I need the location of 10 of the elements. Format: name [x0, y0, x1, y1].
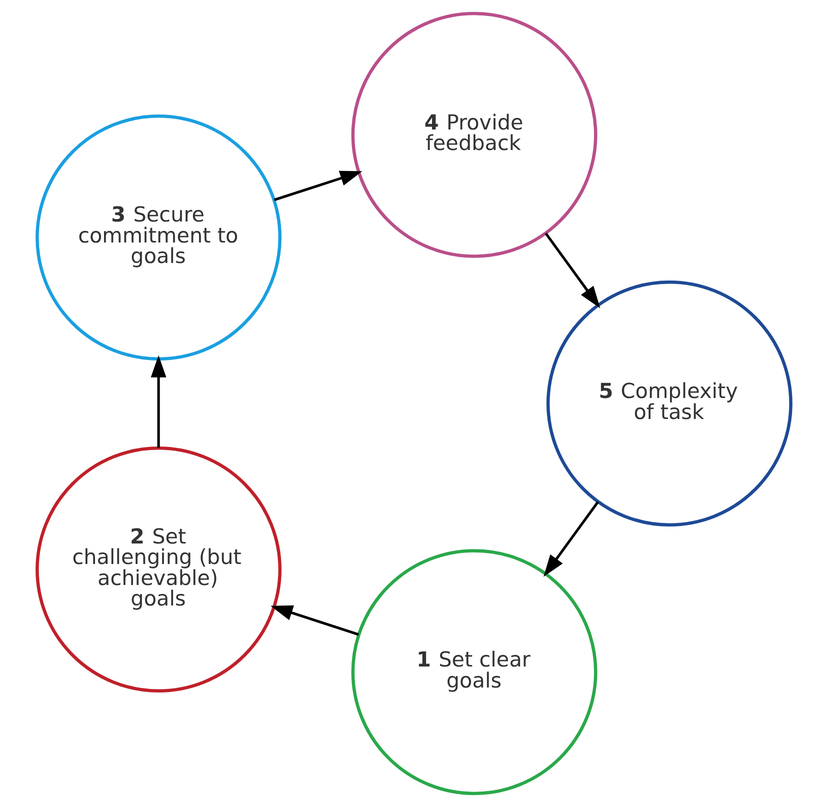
node-circle: 4 Provide feedback	[350, 12, 597, 258]
node-circle: 1 Set clear goals	[350, 549, 597, 796]
node-circle: 3 Secure commitment to goals	[35, 114, 282, 360]
arrow	[270, 605, 358, 636]
arrow	[544, 232, 600, 308]
arrow	[543, 501, 598, 577]
arrow	[273, 170, 362, 202]
arrow	[150, 355, 166, 448]
node-circle: 2 Set challenging (but achievable) goals	[35, 446, 282, 692]
node-circle: 5 Complexity of task	[546, 280, 792, 526]
